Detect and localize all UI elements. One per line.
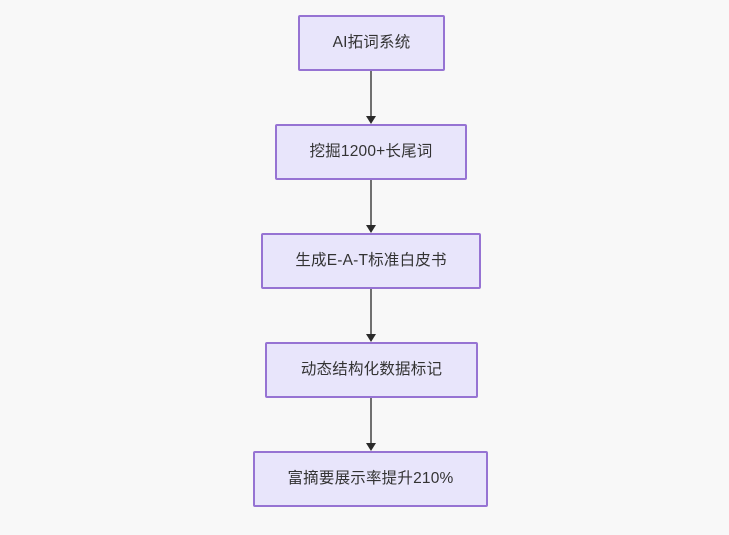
- flow-node-rich-snippet-impression-uplift[interactable]: 富摘要展示率提升210%: [253, 451, 488, 507]
- connector-line: [370, 289, 372, 335]
- flow-arrow-1: [362, 71, 380, 124]
- arrowhead-down-icon: [366, 225, 376, 233]
- flow-arrow-4: [362, 398, 380, 451]
- arrowhead-down-icon: [366, 116, 376, 124]
- connector-line: [370, 398, 372, 444]
- flow-node-dynamic-structured-data-markup[interactable]: 动态结构化数据标记: [265, 342, 478, 398]
- connector-line: [370, 71, 372, 117]
- flow-node-mine-longtail-keywords[interactable]: 挖掘1200+长尾词: [275, 124, 467, 180]
- arrowhead-down-icon: [366, 334, 376, 342]
- flow-node-label: 动态结构化数据标记: [300, 360, 443, 378]
- flow-node-label: AI拓词系统: [332, 33, 411, 51]
- arrowhead-down-icon: [366, 443, 376, 451]
- flow-node-label: 挖掘1200+长尾词: [309, 142, 433, 160]
- flow-node-label: 富摘要展示率提升210%: [287, 469, 454, 487]
- flow-arrow-3: [362, 289, 380, 342]
- flow-node-ai-keyword-system[interactable]: AI拓词系统: [298, 15, 445, 71]
- flow-node-generate-eat-whitepaper[interactable]: 生成E-A-T标准白皮书: [261, 233, 481, 289]
- connector-line: [370, 180, 372, 226]
- flow-node-label: 生成E-A-T标准白皮书: [295, 251, 447, 269]
- flow-arrow-2: [362, 180, 380, 233]
